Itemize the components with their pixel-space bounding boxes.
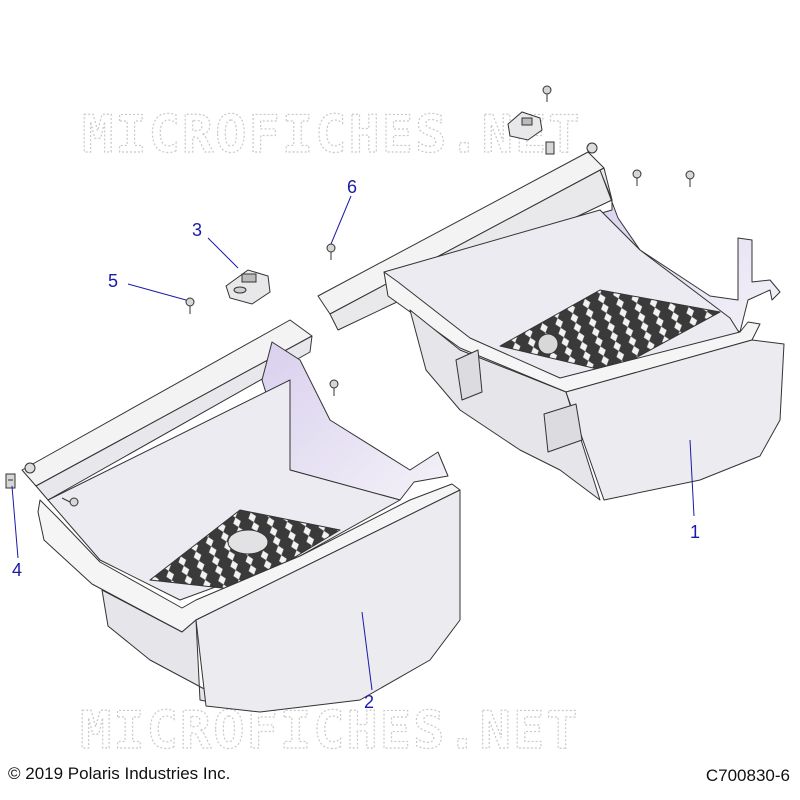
- leader-lines: [11, 195, 695, 691]
- box-right-drain: [537, 333, 559, 355]
- callout-1: 1: [690, 522, 700, 542]
- box-right-bracket-a: [455, 349, 483, 401]
- bolt-icon: [542, 85, 552, 102]
- part-6-bolt: [326, 243, 336, 260]
- box-left-front-rim: [37, 483, 461, 633]
- callout-3: 3: [192, 220, 202, 240]
- box-left-outer-side: [195, 489, 461, 713]
- box-right-front-rim: [383, 271, 761, 393]
- part-3-clip-upper: [507, 111, 543, 141]
- callout-6: 6: [347, 177, 357, 197]
- storage-box-left: [21, 319, 461, 713]
- box-right-mount-hole: [586, 142, 598, 154]
- box-right-outer-side: [565, 339, 785, 501]
- watermark-top: MICROFICHES.NET: [82, 105, 582, 165]
- nut-icon: [545, 141, 555, 155]
- copyright-notice: © 2019 Polaris Industries Inc.: [8, 764, 231, 783]
- bolt-icon: [61, 497, 79, 507]
- bolt-group-right: [542, 85, 695, 187]
- callout-4: 4: [12, 560, 22, 580]
- part-3-clip: [225, 269, 271, 305]
- leader-line-2: [361, 611, 373, 691]
- bolt-icon: [685, 170, 695, 187]
- part-4-nut: [5, 473, 16, 489]
- leader-line-5: [127, 283, 187, 301]
- box-right-bracket-b: [543, 403, 583, 453]
- bolt-group-left: [61, 379, 339, 507]
- leader-line-1: [689, 439, 695, 517]
- storage-box-right: [317, 142, 785, 501]
- leader-line-4: [11, 485, 19, 559]
- figure-id: C700830-6: [705, 766, 790, 785]
- leader-line-6: [330, 195, 352, 245]
- callout-2: 2: [364, 692, 374, 712]
- watermark-bottom: MICROFICHES.NET: [80, 701, 580, 761]
- callout-5: 5: [108, 271, 118, 291]
- box-left-mount-hole: [24, 462, 36, 474]
- box-left-back-wall: [35, 335, 313, 501]
- bolt-icon: [329, 379, 339, 396]
- box-left-cup-holder: [227, 529, 269, 555]
- part-5-bolt: [185, 297, 195, 314]
- bolt-icon: [632, 169, 642, 186]
- leader-line-3: [207, 237, 239, 269]
- box-right-front-wall: [409, 309, 601, 501]
